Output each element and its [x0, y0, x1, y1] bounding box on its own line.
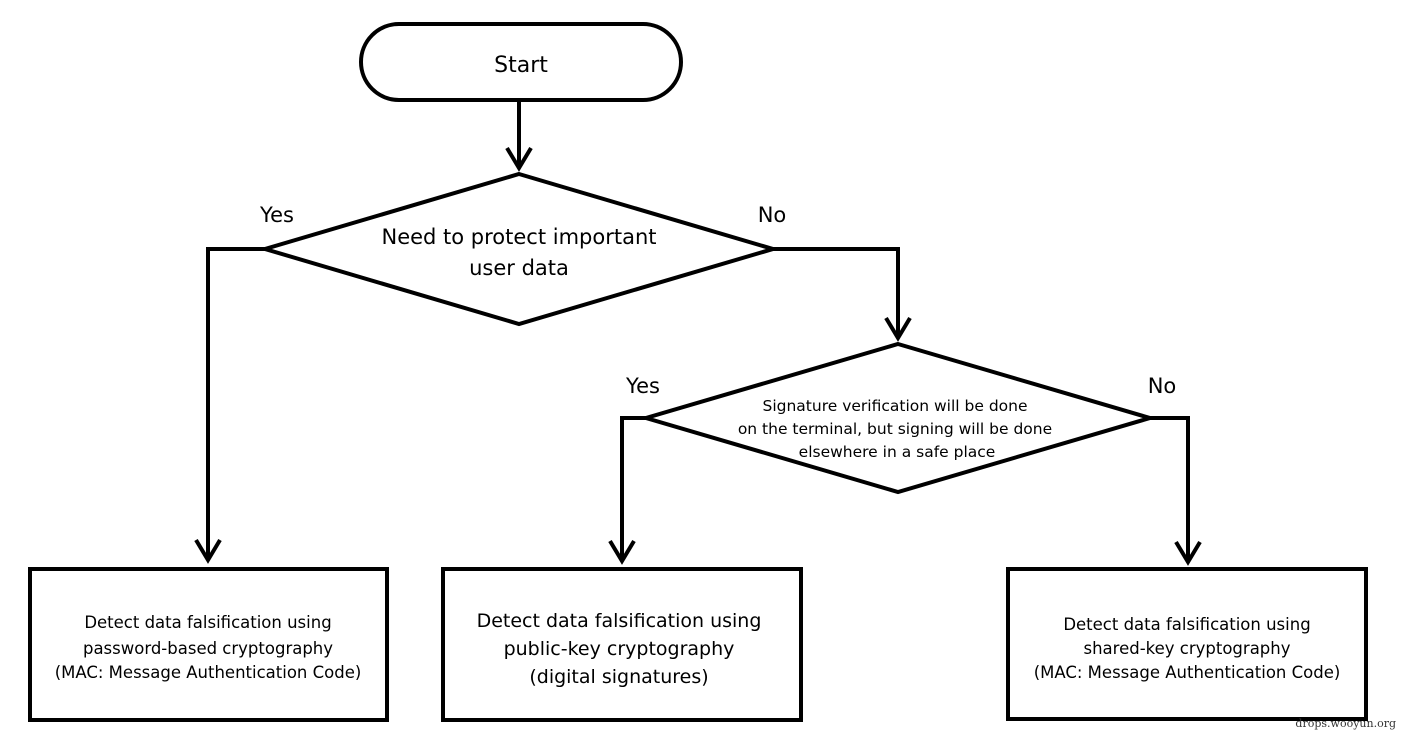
decision2-no-label: No — [1148, 374, 1177, 398]
decision2-yes-label: Yes — [625, 374, 660, 398]
outcome-password-based-box — [28, 567, 389, 722]
decision1-no-label: No — [758, 203, 787, 227]
decision1-yes-label: Yes — [259, 203, 294, 227]
arrowhead-decision2 — [884, 316, 912, 342]
watermark: drops.wooyun.org — [1295, 717, 1396, 730]
decision2-line-2: on the terminal, but signing will be don… — [738, 420, 1052, 438]
connector-decision2-yes — [620, 416, 646, 561]
outcome3-line-3: (MAC: Message Authentication Code) — [1034, 663, 1341, 682]
decision2-line-1: Signature verification will be done — [763, 397, 1028, 415]
outcome1-line-1: Detect data falsification using — [84, 613, 331, 632]
arrowhead-outcome3 — [1174, 540, 1202, 566]
connector-decision2-no — [1150, 416, 1190, 562]
outcome3-line-2: shared-key cryptography — [1083, 639, 1290, 658]
start-label: Start — [494, 53, 548, 78]
connector-decision1-yes — [206, 247, 265, 560]
decision2-line-3: elsewhere in a safe place — [799, 443, 996, 461]
outcome-public-key-box — [441, 567, 803, 722]
outcome3-line-1: Detect data falsification using — [1063, 615, 1310, 634]
outcome1-line-3: (MAC: Message Authentication Code) — [55, 663, 362, 682]
arrowhead-outcome1 — [194, 538, 222, 564]
connector-decision1-no — [773, 247, 900, 338]
arrowhead-outcome2 — [608, 539, 636, 565]
outcome1-line-2: password-based cryptography — [83, 639, 333, 658]
outcome2-line-3: (digital signatures) — [529, 666, 708, 688]
outcome2-line-1: Detect data falsification using — [477, 610, 762, 632]
outcome-shared-key-box — [1006, 567, 1368, 721]
arrowhead-decision1 — [505, 146, 533, 172]
decision1-diamond — [257, 171, 781, 327]
outcome2-line-2: public-key cryptography — [504, 638, 735, 660]
decision1-line-2: user data — [469, 256, 569, 280]
decision2-diamond — [638, 341, 1158, 495]
decision1-line-1: Need to protect important — [381, 225, 656, 249]
